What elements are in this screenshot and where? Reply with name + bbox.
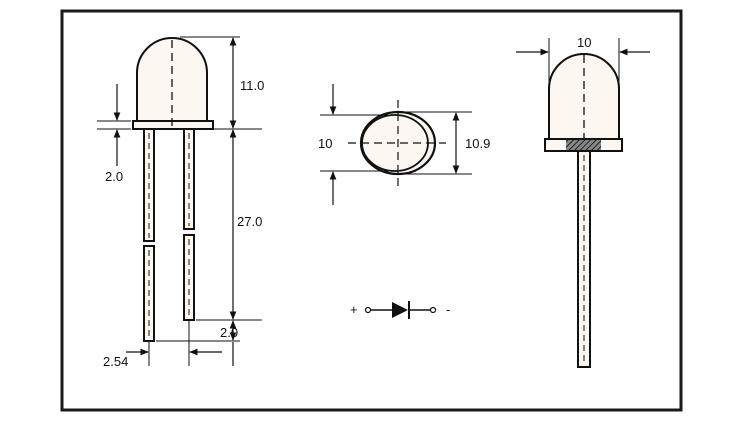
diode-triangle (392, 302, 408, 318)
dim-lens-height: 11.0 (240, 78, 264, 93)
diode-symbol: + - (350, 301, 450, 319)
lead-right-lower (183, 234, 195, 321)
dim-lead-spacing: 2.54 (103, 354, 128, 369)
dim-flange-diameter: 10.9 (465, 136, 490, 151)
dim-side-diameter: 10 (577, 35, 591, 50)
front-view: 11.0 2.0 27.0 2.0 2.54 (97, 36, 264, 369)
top-view: 10 10.9 (318, 84, 490, 205)
side-view: 10 (516, 35, 650, 368)
dim-flange-to-leads: 2.0 (105, 169, 123, 184)
dim-body-diameter: 10 (318, 136, 332, 151)
cathode-sign: - (446, 302, 450, 317)
flange (132, 120, 214, 130)
anode-sign: + (350, 302, 358, 317)
dim-lead-length: 27.0 (237, 214, 262, 229)
dim-lead-bottom: 2.0 (220, 325, 238, 340)
side-flange-hatch (566, 140, 601, 150)
